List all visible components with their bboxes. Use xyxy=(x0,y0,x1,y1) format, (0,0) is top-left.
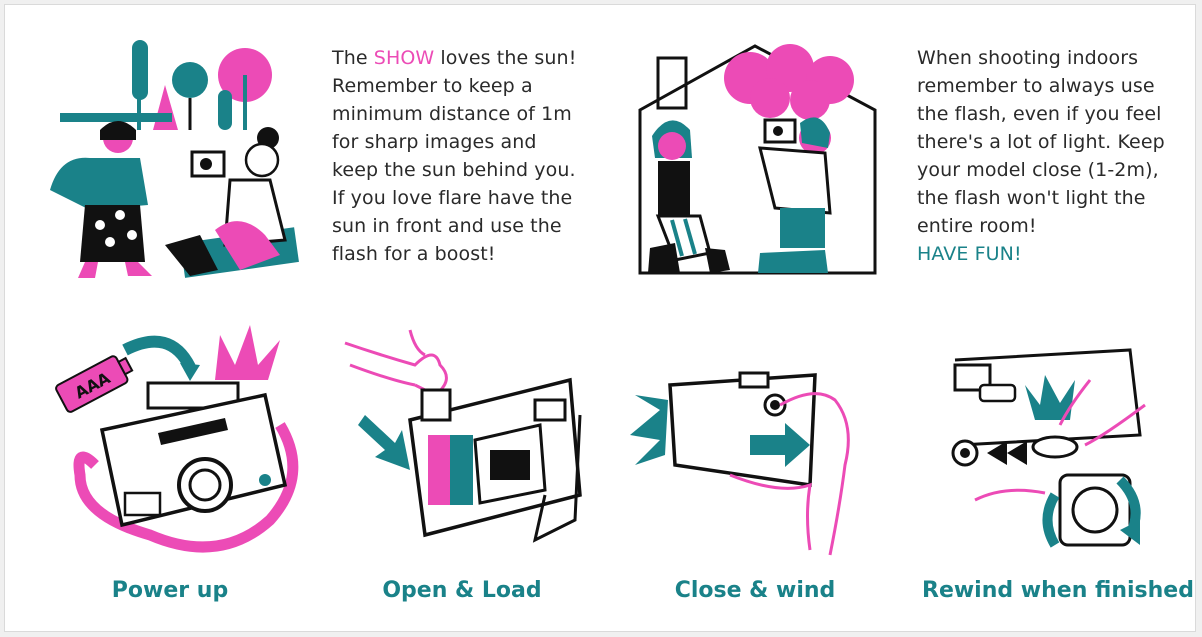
indoor-tips-line: When shooting indoors xyxy=(917,47,1139,69)
outdoor-tips-line-1: The SHOW loves the sun! xyxy=(332,44,576,72)
outdoor-tips-line: keep the sun behind you. xyxy=(332,159,576,181)
open-load-illustration xyxy=(344,329,582,543)
step-label-power-up: Power up xyxy=(111,578,229,603)
outdoor-line1-after: loves the sun! xyxy=(434,47,577,69)
outdoor-tips-line: If you love flare have the xyxy=(332,187,573,209)
indoor-tips-line: remember to always use xyxy=(917,75,1155,97)
outdoor-tips-line: minimum distance of 1m xyxy=(332,103,572,125)
indoor-tips-line: there's a lot of light. Keep xyxy=(917,131,1165,153)
show-highlight: SHOW xyxy=(373,47,435,69)
have-fun-text: HAVE FUN! xyxy=(917,243,1022,265)
rewind-illustration xyxy=(951,348,1146,548)
outdoor-line1-before: The xyxy=(332,47,374,69)
indoor-shooting-illustration xyxy=(638,44,877,275)
indoor-tips-line: entire room! xyxy=(917,215,1037,237)
outdoor-tips-line: for sharp images and xyxy=(332,131,537,153)
step-label-rewind: Rewind when finished xyxy=(922,578,1194,603)
outdoor-tips-text: The SHOW loves the sun! Remember to keep… xyxy=(332,44,576,268)
outdoor-tips-line: Remember to keep a xyxy=(332,75,533,97)
close-wind-illustration xyxy=(630,371,850,556)
indoor-tips-line: your model close (1-2m), xyxy=(917,159,1159,181)
power-up-illustration: AAA xyxy=(55,325,299,553)
indoor-tips-text: When shooting indoors remember to always… xyxy=(917,44,1165,268)
indoor-tips-line: the flash won't light the xyxy=(917,187,1146,209)
outdoor-shooting-illustration xyxy=(50,40,299,278)
step-label-open-load: Open & Load xyxy=(382,578,542,603)
step-label-close-wind: Close & wind xyxy=(674,578,836,603)
outdoor-tips-line: sun in front and use the xyxy=(332,215,562,237)
indoor-tips-line: the flash, even if you feel xyxy=(917,103,1162,125)
outdoor-tips-line: flash for a boost! xyxy=(332,243,496,265)
instructions-card xyxy=(4,4,1196,632)
